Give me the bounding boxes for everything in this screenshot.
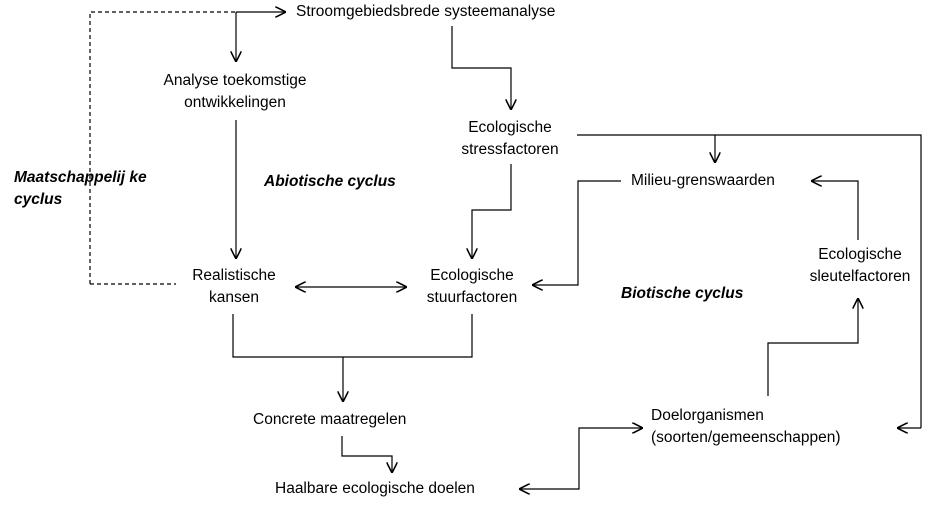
cycle-biotische: Biotische cyclus [621,283,743,305]
node-systeemanalyse-label: Stroomgebiedsbrede systeemanalyse [296,3,556,20]
arrow-stressfactoren-to-stuurfactoren [472,164,512,259]
node-realistische-line2: kansen [209,289,259,306]
node-stressfactoren-line2: stressfactoren [461,141,559,158]
cycle-maatschappelijke: Maatschappelij ke cyclus [14,167,147,211]
node-doelen: Haalbare ecologische doelen [275,478,475,500]
node-stuurfactoren-line2: stuurfactoren [426,289,518,306]
node-analyse-line2: ontwikkelingen [184,94,286,111]
arrow-milieu-to-stuurfactoren [532,180,621,285]
node-analyse-line1: Analyse toekomstige [163,72,307,89]
cycle-abiotische: Abiotische cyclus [264,171,396,193]
node-doelorganismen-line1: Doelorganismen [651,407,764,424]
arrow-systeemanalyse-to-stressfactoren [451,26,511,110]
node-realistische-line1: Realistische [192,267,276,284]
node-milieu: Milieu-grenswaarden [631,170,775,192]
node-systeemanalyse: Stroomgebiedsbrede systeemanalyse [296,1,555,23]
node-sleutelfactoren-line1: Ecologische [818,246,902,263]
node-stuurfactoren-line1: Ecologische [430,267,514,284]
arrow-doelorganismen-to-sleutelfactoren [767,298,858,396]
node-maatregelen-label: Concrete maatregelen [253,411,407,428]
node-sleutelfactoren-line2: sleutelfactoren [809,268,911,285]
line-stressfactoren-right [577,134,922,428]
cycle-maatschappelijke-line2: cyclus [14,191,63,208]
node-doelen-label: Haalbare ecologische doelen [275,480,475,497]
node-milieu-label: Milieu-grenswaarden [631,172,775,189]
cycle-maatschappelijke-line1: Maatschappelij ke [14,169,147,186]
arrow-sleutelfactoren-to-milieu [811,181,859,240]
arrow-doelen-doelorganismen [519,428,643,489]
cycle-abiotische-label: Abiotische cyclus [264,173,396,190]
node-maatregelen: Concrete maatregelen [253,409,406,431]
node-sleutelfactoren: Ecologische sleutelfactoren [797,244,923,288]
node-realistische: Realistische kansen [174,265,294,309]
node-analyse: Analyse toekomstige ontwikkelingen [140,70,330,114]
node-doelorganismen-line2: (soorten/gemeenschappen) [651,429,841,446]
arrow-maatregelen-to-doelen [341,436,392,473]
node-stressfactoren: Ecologische stressfactoren [440,117,580,161]
line-merge-left [232,314,473,358]
cycle-biotische-label: Biotische cyclus [621,285,744,302]
node-stuurfactoren: Ecologische stuurfactoren [408,265,536,309]
maatschappelijke-loop-line [89,11,236,284]
node-stressfactoren-line1: Ecologische [468,119,552,136]
node-doelorganismen: Doelorganismen (soorten/gemeenschappen) [651,405,841,449]
